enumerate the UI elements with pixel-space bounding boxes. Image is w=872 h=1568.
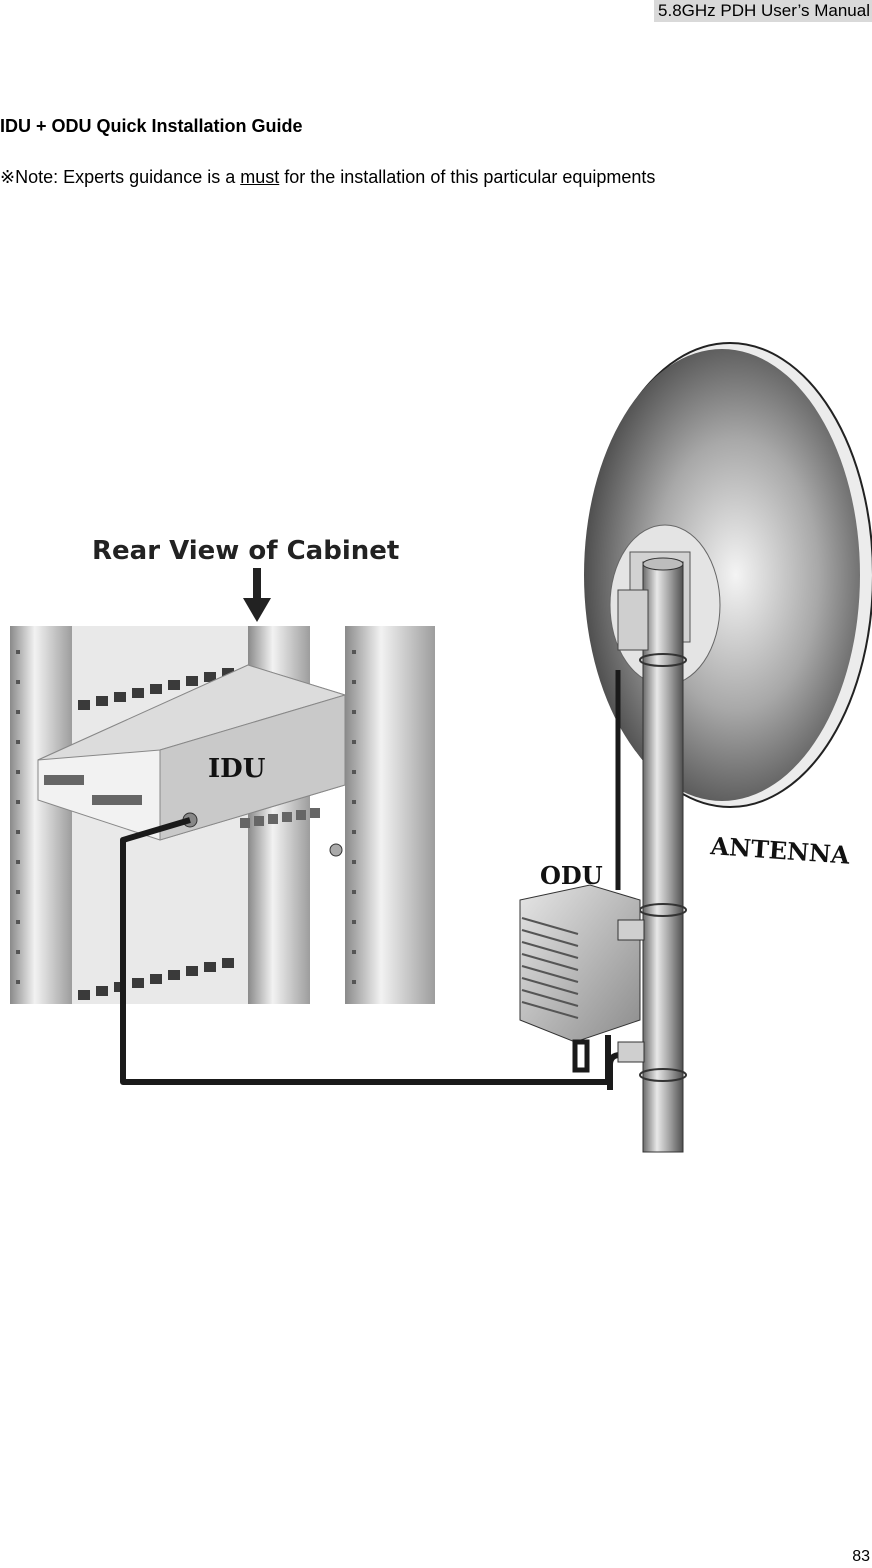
section-title: IDU + ODU Quick Installation Guide (0, 116, 303, 136)
cabinet-label: Rear View of Cabinet (92, 536, 399, 566)
note-prefix: Note: Experts guidance is a (15, 167, 241, 187)
reference-mark: ※ (0, 167, 16, 188)
antenna-label: ANTENNA (709, 831, 851, 870)
installation-figure: Rear View of Cabinet (0, 330, 872, 1160)
odu-label: ODU (540, 861, 603, 890)
note-suffix: for the installation of this particular … (279, 167, 656, 187)
idu-label: IDU (208, 754, 266, 784)
page-number: 83 (852, 1548, 870, 1565)
note-emphasis: must (240, 167, 280, 187)
running-header: 5.8GHz PDH User’s Manual (654, 0, 872, 22)
mounting-pole (615, 557, 687, 1153)
manual-title: 5.8GHz PDH User’s Manual (658, 1, 870, 20)
down-arrow-icon (243, 568, 271, 622)
expert-note: ※Note: Experts guidance is a must for th… (0, 167, 655, 188)
idu-unit (37, 664, 347, 857)
antenna-dish (584, 342, 872, 808)
odu-unit (519, 884, 645, 1073)
